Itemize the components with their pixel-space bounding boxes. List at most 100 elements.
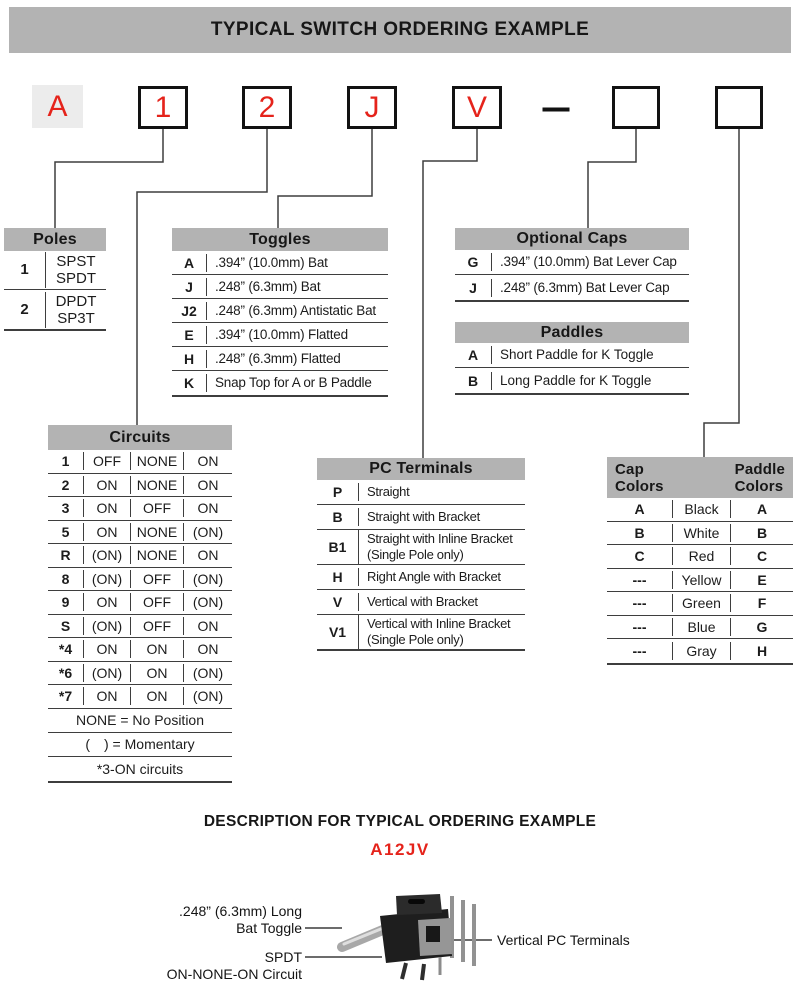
color-name: Yellow [672, 570, 730, 589]
circuit-row: 1 OFF NONE ON [48, 450, 232, 474]
color-row: C Red C [607, 545, 793, 569]
optional-caps-table: Optional Caps G .394” (10.0mm) Bat Lever… [455, 228, 689, 302]
poles-row: 2 DPDT SP3T [4, 290, 106, 329]
connector-toggles [277, 129, 373, 228]
connector-poles [54, 129, 164, 228]
terminal-code: H [332, 569, 343, 585]
toggle-desc: Snap Top for A or B Paddle [206, 374, 388, 392]
cap-code: J [469, 279, 477, 296]
order-code-prefix-box: A [32, 85, 83, 128]
circuit-note-row: NONE = No Position [48, 709, 232, 733]
poles-table: Poles 1 SPST SPDT 2 DPDT SP3T [4, 228, 106, 331]
order-code-empty-box-caps [612, 86, 660, 129]
circuit-pos-2: ON [130, 663, 183, 682]
circuit-pos-2: NONE [130, 475, 183, 494]
connector-cap-colors [703, 129, 740, 457]
toggle-row: K Snap Top for A or B Paddle [172, 371, 388, 395]
circuit-row: 8 (ON) OFF (ON) [48, 568, 232, 591]
toggle-row: E .394” (10.0mm) Flatted [172, 323, 388, 347]
paddle-row: A Short Paddle for K Toggle [455, 343, 689, 368]
paddle-color-code: A [730, 500, 793, 519]
cap-desc: .248” (6.3mm) Bat Lever Cap [491, 278, 689, 297]
callout-pc-terminals: Vertical PC Terminals [497, 932, 630, 948]
paddles-table-title: Paddles [455, 322, 689, 343]
terminal-code: P [332, 484, 343, 500]
pc-terminals-table: PC Terminals P Straight B Straight with … [317, 458, 525, 651]
toggle-desc: .394” (10.0mm) Flatted [206, 325, 388, 344]
circuit-pos-2: OFF [130, 593, 183, 612]
paddle-color-code: E [730, 570, 793, 589]
toggle-code: E [184, 326, 194, 343]
cap-paddle-colors-title: Cap Colors Paddle Colors [607, 457, 793, 498]
circuit-code: 9 [61, 594, 70, 611]
circuit-pos-1: ON [83, 640, 130, 659]
callout-bat-toggle: .248” (6.3mm) Long Bat Toggle [179, 903, 302, 936]
circuit-row: 2 ON NONE ON [48, 474, 232, 497]
pole-code: 2 [20, 300, 29, 318]
description-heading: DESCRIPTION FOR TYPICAL ORDERING EXAMPLE [203, 813, 597, 830]
circuit-pos-1: ON [83, 593, 130, 612]
order-code-digit-box: J [347, 86, 397, 129]
cap-color-code: B [634, 524, 645, 541]
pole-desc: SPST SPDT [45, 252, 106, 288]
toggle-row: H .248” (6.3mm) Flatted [172, 347, 388, 371]
order-code-prefix: A [47, 89, 68, 123]
description-example-code: A12JV [370, 840, 430, 859]
terminal-code: V [332, 594, 343, 610]
order-code-digit: 2 [258, 90, 276, 124]
circuit-code: 5 [61, 523, 70, 540]
circuit-pos-3: ON [183, 546, 232, 565]
pc-terminal-row: B1 Straight with Inline Bracket (Single … [317, 530, 525, 565]
terminal-code: V1 [328, 624, 347, 640]
toggle-desc: .394” (10.0mm) Bat [206, 253, 388, 272]
terminal-desc: Vertical with Inline Bracket (Single Pol… [358, 615, 525, 649]
paddle-code: B [467, 372, 479, 389]
circuit-row: 9 ON OFF (ON) [48, 591, 232, 615]
paddle-color-code: B [730, 523, 793, 542]
paddle-code: A [467, 347, 479, 363]
paddle-desc: Short Paddle for K Toggle [491, 346, 689, 364]
circuit-pos-3: ON [183, 616, 232, 635]
circuit-pos-3: ON [183, 640, 232, 659]
circuit-note: *3-ON circuits [96, 760, 184, 777]
circuit-code: S [60, 617, 71, 634]
pc-terminal-row: P Straight [317, 480, 525, 505]
cap-desc: .394” (10.0mm) Bat Lever Cap [491, 253, 689, 271]
pole-code: 1 [20, 261, 29, 278]
circuit-note-row: ( ) = Momentary [48, 733, 232, 757]
circuit-pos-1: (ON) [83, 546, 130, 565]
pole-desc: DPDT SP3T [45, 291, 106, 328]
toggle-code: A [183, 254, 195, 271]
pc-terminal-row: V1 Vertical with Inline Bracket (Single … [317, 615, 525, 649]
circuit-row: S (ON) OFF ON [48, 615, 232, 638]
circuit-note-row: *3-ON circuits [48, 757, 232, 781]
circuit-row: 3 ON OFF ON [48, 497, 232, 521]
circuit-pos-2: OFF [130, 616, 183, 635]
order-code-empty-box-colors [715, 86, 763, 129]
toggle-row: A .394” (10.0mm) Bat [172, 251, 388, 275]
circuit-pos-3: ON [183, 499, 232, 518]
paddle-colors-title: Paddle Colors [734, 460, 785, 495]
circuit-row: *6 (ON) ON (ON) [48, 662, 232, 685]
terminal-desc: Straight with Bracket [358, 508, 525, 526]
toggle-row: J2 .248” (6.3mm) Antistatic Bat [172, 299, 388, 323]
order-code-digit-box: 1 [138, 86, 188, 129]
circuit-pos-2: ON [130, 640, 183, 659]
circuit-code: 2 [61, 476, 70, 493]
callout-circuit: SPDT ON-NONE-ON Circuit [166, 949, 302, 982]
toggle-switch-photo [337, 894, 476, 981]
terminal-desc: Straight with Inline Bracket (Single Pol… [358, 530, 525, 564]
order-code-digit-box: V [452, 86, 502, 129]
optional-cap-row: G .394” (10.0mm) Bat Lever Cap [455, 250, 689, 275]
pc-terminal-row: H Right Angle with Bracket [317, 565, 525, 590]
cap-color-code: --- [632, 571, 647, 588]
circuit-code: 8 [61, 570, 70, 587]
circuit-row: 5 ON NONE (ON) [48, 521, 232, 544]
circuit-pos-1: OFF [83, 452, 130, 471]
paddle-desc: Long Paddle for K Toggle [491, 371, 689, 390]
optional-caps-table-title: Optional Caps [455, 228, 689, 250]
circuit-code: 1 [61, 453, 70, 470]
optional-cap-row: J .248” (6.3mm) Bat Lever Cap [455, 275, 689, 300]
color-row: --- Green F [607, 592, 793, 616]
